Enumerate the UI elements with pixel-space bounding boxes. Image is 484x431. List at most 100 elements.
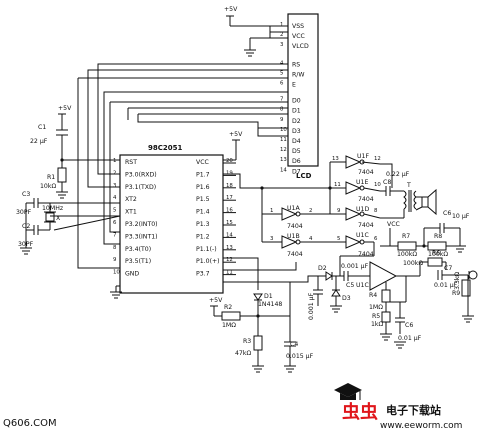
mcu-pin-num-right: 12 bbox=[226, 257, 233, 263]
bias-network: VCC R7 100kΩ R8 100kΩ C6 10 μF bbox=[380, 210, 470, 258]
mcu-pin-num-left: 9 bbox=[113, 257, 117, 263]
pin-6: 6 bbox=[374, 236, 378, 242]
mcu-pin-num-right: 15 bbox=[226, 220, 233, 226]
pin-3: 3 bbox=[270, 236, 273, 242]
r6-label: R6 bbox=[432, 250, 440, 257]
lcd-pin-name: E bbox=[292, 82, 296, 89]
mcu-pin-name-right: P1.2 bbox=[196, 233, 210, 240]
vcc-label-mcu: +5V bbox=[229, 131, 243, 138]
mcu-98c2051: 98C2051 RST1P3.0(RXD)2P3.1(TXD)3XT24XT15… bbox=[113, 144, 236, 294]
lcd-pin-num: 14 bbox=[280, 167, 287, 173]
lcd-pin-name: D4 bbox=[292, 138, 301, 145]
receiver-stage: R6 100kΩ C7 0.01 μF R9 3.3kΩ R4 1MΩ R5 1… bbox=[308, 250, 478, 349]
lcd-pins: VSS1VCC2VLCD3RS4R/W5E6D07D18D29D310D411D… bbox=[280, 22, 309, 175]
lcd-module: LCD VSS1VCC2VLCD3RS4R/W5E6D07D18D29D310D… bbox=[280, 13, 319, 180]
mcu-pin-name-right: P1.7 bbox=[196, 171, 210, 178]
mcu-pin-num-left: 6 bbox=[113, 220, 117, 226]
mcu-left-pins: RST1P3.0(RXD)2P3.1(TXD)3XT24XT15P3.2(INT… bbox=[113, 158, 158, 278]
lcd-pin-name: D2 bbox=[292, 118, 301, 125]
mcu-pin-num-right: 17 bbox=[226, 195, 233, 201]
lcd-pin-num: 3 bbox=[280, 42, 283, 48]
r7-label: R7 bbox=[402, 233, 410, 240]
r5-label: R5 bbox=[372, 313, 380, 320]
r1-value: 10kΩ bbox=[40, 183, 56, 190]
lcd-pin-num: 12 bbox=[280, 147, 287, 153]
mcu-pin-name-right: VCC bbox=[196, 159, 209, 166]
lcd-body bbox=[287, 13, 319, 167]
c6b-label: C6 bbox=[405, 322, 413, 329]
lcd-control-bus bbox=[77, 63, 288, 269]
mcu-pin-name-left: P3.5(T1) bbox=[125, 258, 151, 265]
mcu-pin-num-right: 18 bbox=[226, 183, 233, 189]
mcu-body bbox=[119, 154, 224, 294]
lcd-power: +5V bbox=[224, 6, 288, 57]
mcu-pin-num-left: 7 bbox=[113, 232, 116, 238]
r2-label: R2 bbox=[224, 304, 232, 311]
watermark-brand: 虫虫 bbox=[342, 401, 378, 423]
u1c-label: U1C bbox=[356, 232, 369, 239]
lcd-pin-name: R/W bbox=[292, 71, 305, 78]
r4-value: 1MΩ bbox=[369, 304, 383, 311]
u1c-ic: 7404 bbox=[358, 251, 374, 258]
pin-12: 12 bbox=[374, 156, 381, 162]
lcd-pin-num: 13 bbox=[280, 157, 287, 163]
r9-label: R9 bbox=[452, 290, 460, 297]
u1d-ic: 7404 bbox=[358, 222, 374, 229]
lcd-pin-num: 7 bbox=[280, 97, 283, 103]
x-label: X bbox=[56, 215, 61, 222]
c7-label: C7 bbox=[444, 265, 452, 272]
vcc-label-reset: +5V bbox=[58, 105, 72, 112]
pin-11: 11 bbox=[334, 182, 341, 188]
c5-value-top: 0.001 μF bbox=[341, 263, 369, 270]
mcu-pin-name-right: P1.4 bbox=[196, 209, 210, 216]
pin-2: 2 bbox=[309, 208, 312, 214]
mcu-pin-name-right: P1.3 bbox=[196, 221, 210, 228]
mcu-pin-name-left: P3.0(RXD) bbox=[125, 171, 157, 178]
lcd-pin-name: VLCD bbox=[292, 43, 309, 50]
u1b-label: U1B bbox=[287, 233, 300, 240]
reset-circuit: +5V C1 22 μF R1 10kΩ bbox=[30, 105, 120, 199]
pin-8: 8 bbox=[374, 208, 378, 214]
mcu-pin-name-right: P1.5 bbox=[196, 196, 210, 203]
c6-label: C6 bbox=[443, 210, 451, 217]
lcd-pin-name: D3 bbox=[292, 128, 301, 135]
lcd-label: LCD bbox=[296, 172, 312, 180]
mcu-pin-name-right: P1.1(-) bbox=[196, 246, 217, 253]
c7-value: 0.01 μF bbox=[434, 282, 458, 289]
mcu-pin-num-left: 4 bbox=[113, 195, 117, 201]
mcu-pin-name-right: P3.7 bbox=[196, 271, 210, 278]
pin-4: 4 bbox=[309, 236, 313, 242]
r8-label: R8 bbox=[434, 233, 442, 240]
p1-connections: D1 1N4148 +5V R2 1MΩ R3 47kΩ C4 0.015 μF bbox=[209, 257, 318, 373]
lcd-pin-num: 9 bbox=[280, 117, 284, 123]
c8-label: C8 bbox=[383, 179, 391, 186]
mcu-pin-num-right: 11 bbox=[226, 270, 233, 276]
d2-label: D2 bbox=[318, 265, 327, 272]
lcd-pin-name: D0 bbox=[292, 98, 301, 105]
pin-9: 9 bbox=[337, 208, 341, 214]
lcd-pin-num: 1 bbox=[280, 22, 283, 28]
mcu-pin-name-left: XT2 bbox=[125, 196, 137, 203]
r2-value: 1MΩ bbox=[222, 322, 236, 329]
d3-label: D3 bbox=[342, 295, 351, 302]
watermark-site: 电子下载站 bbox=[386, 403, 441, 417]
r6-value: 100kΩ bbox=[403, 260, 423, 267]
mcu-pin-num-left: 10 bbox=[113, 270, 120, 276]
mcu-pin-name-left: P3.2(INT0) bbox=[125, 221, 158, 228]
pin-13: 13 bbox=[332, 156, 339, 162]
u1e-label: U1E bbox=[356, 179, 368, 186]
mcu-pin-num-left: 8 bbox=[113, 245, 117, 251]
r1-label: R1 bbox=[47, 174, 55, 181]
lcd-pin-name: D6 bbox=[292, 158, 301, 165]
mcu-pin-num-left: 3 bbox=[113, 183, 116, 189]
lcd-pin-num: 8 bbox=[280, 107, 284, 113]
mcu-label: 98C2051 bbox=[148, 144, 182, 152]
c3-value: 30PF bbox=[16, 209, 32, 216]
pin-5: 5 bbox=[337, 236, 340, 242]
c6-value: 10 μF bbox=[452, 213, 470, 220]
c8-value: 0.22 μF bbox=[386, 171, 410, 178]
lcd-pin-num: 5 bbox=[280, 70, 283, 76]
lcd-pin-num: 6 bbox=[280, 81, 284, 87]
mcu-pin-name-left: GND bbox=[125, 271, 139, 278]
